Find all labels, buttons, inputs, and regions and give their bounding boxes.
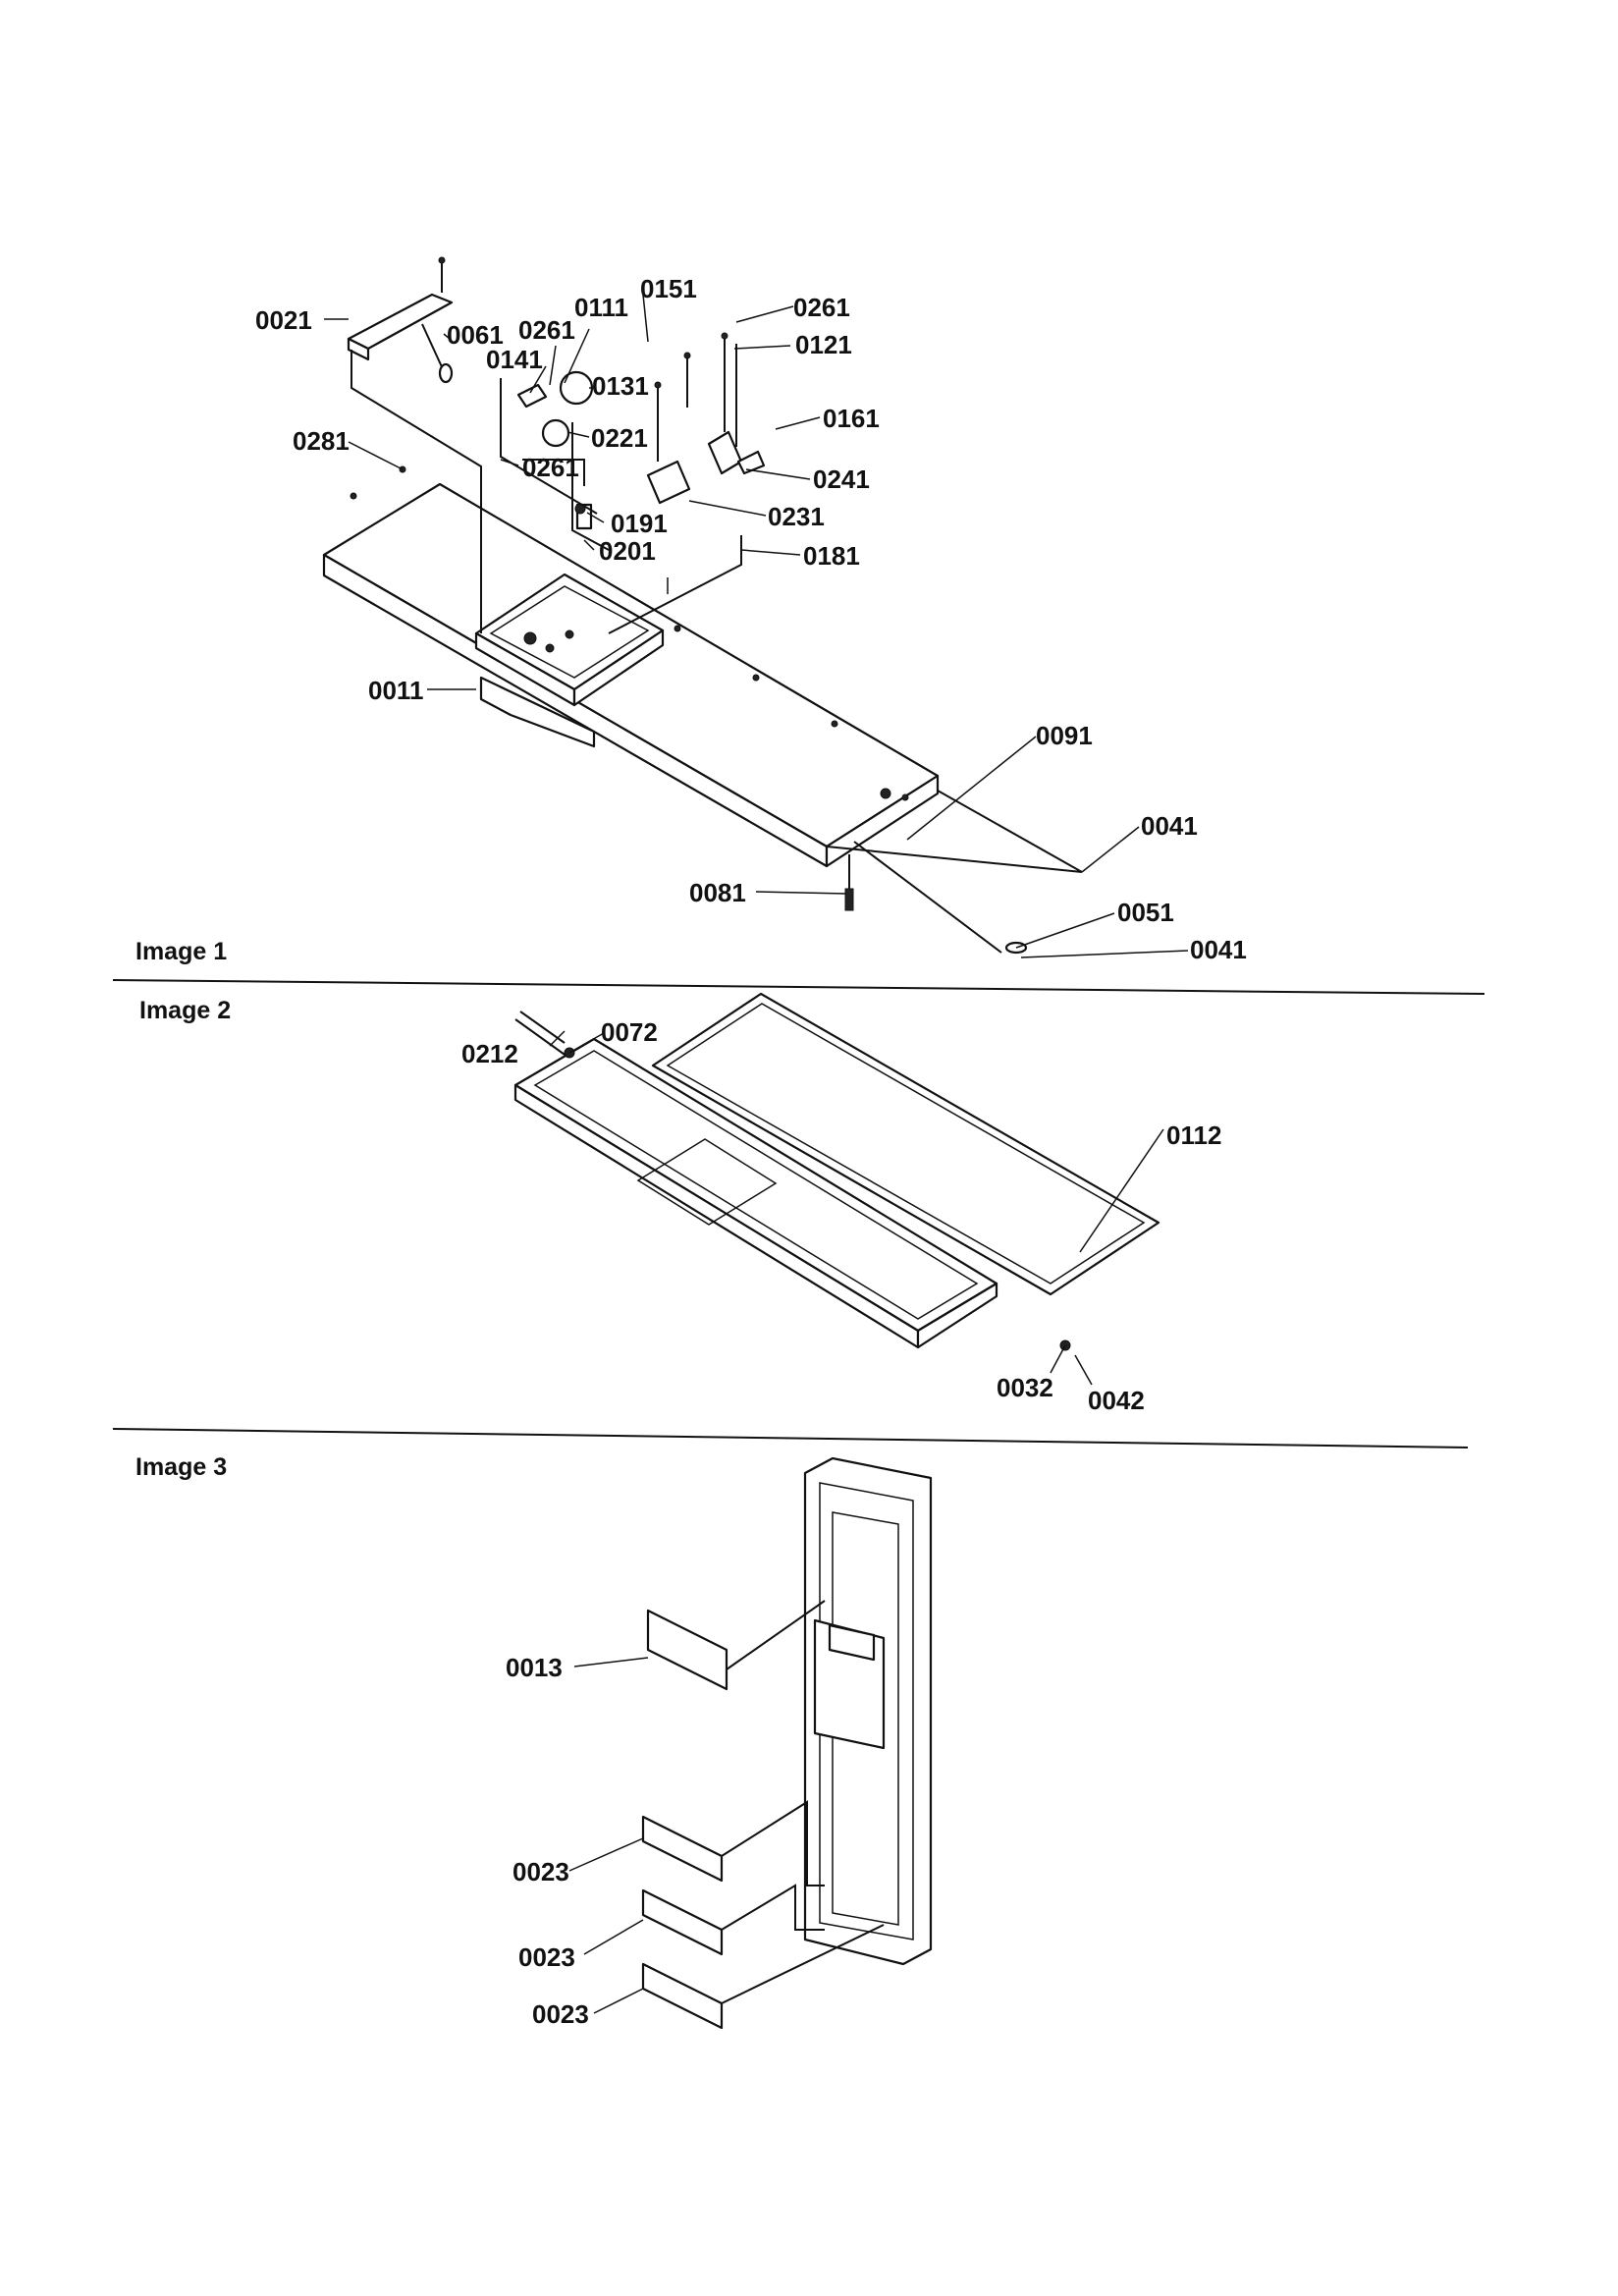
divider-2-3 <box>112 1428 1469 1449</box>
section-title-2: Image 2 <box>139 997 231 1024</box>
callout-label: 0021 <box>255 305 312 335</box>
top-panel-right-face <box>825 774 940 868</box>
callout-leaders <box>324 294 1189 2014</box>
gasket-outer <box>651 992 1160 1296</box>
section-title-3: Image 3 <box>135 1453 227 1481</box>
divider-1-2 <box>112 979 1485 995</box>
callout-label: 0191 <box>611 509 668 538</box>
callout-label: 0231 <box>768 502 825 531</box>
image-3-assembly <box>641 1456 933 2030</box>
callout-label: 0042 <box>1088 1386 1145 1415</box>
callout-label: 0261 <box>793 293 850 322</box>
door-bin-3 <box>641 1962 724 2030</box>
callout-label: 0201 <box>599 536 656 566</box>
callout-label: 0041 <box>1141 811 1198 841</box>
callout-label: 0091 <box>1036 721 1093 750</box>
callout-label: 0023 <box>512 1857 569 1886</box>
callout-label: 0161 <box>823 404 880 433</box>
damper-part <box>646 460 691 505</box>
callout-label: 0181 <box>803 541 860 571</box>
callout-label: 0041 <box>1190 935 1247 964</box>
section-title-1: Image 1 <box>135 938 227 965</box>
callout-label: 0011 <box>368 676 423 705</box>
shelf-bin <box>646 1609 728 1691</box>
callout-label: 0212 <box>461 1039 518 1068</box>
image-2-assembly <box>513 992 1160 1351</box>
callout-label: 0131 <box>592 371 649 401</box>
callout-label: 0081 <box>689 878 746 907</box>
callouts-image-1: 0021 0061 0141 0261 0111 0151 0261 0121 … <box>255 274 1247 964</box>
callouts-image-3: 0013 0023 0023 0023 <box>506 1653 589 2029</box>
callouts-image-2: 0212 0072 0112 0032 0042 <box>461 1017 1221 1415</box>
panel-bracket <box>479 676 596 748</box>
callout-label: 0072 <box>601 1017 658 1047</box>
callout-label: 0051 <box>1117 898 1174 927</box>
callout-label: 0141 <box>486 345 543 374</box>
callout-label: 0151 <box>640 274 697 303</box>
bracket-part <box>347 293 454 351</box>
callout-label: 0013 <box>506 1653 563 1682</box>
callout-label: 0261 <box>522 453 579 482</box>
door-bin-1 <box>641 1815 724 1883</box>
cover-window <box>636 1138 778 1226</box>
callout-label: 0121 <box>795 330 852 359</box>
callout-label: 0221 <box>591 423 648 453</box>
thermostat-knob <box>559 370 594 406</box>
switch-part <box>516 383 548 409</box>
callout-label: 0281 <box>293 426 350 456</box>
callout-label: 0032 <box>997 1373 1053 1402</box>
door-bin-2 <box>641 1888 724 1956</box>
callout-label: 0061 <box>447 320 504 350</box>
callout-label: 0261 <box>518 315 575 345</box>
callout-label: 0023 <box>518 1942 575 1972</box>
callout-label: 0111 <box>574 293 628 322</box>
image-1-assembly <box>322 256 1083 955</box>
callout-label: 0241 <box>813 465 870 494</box>
callout-label: 0023 <box>532 1999 589 2029</box>
callout-label: 0112 <box>1166 1121 1221 1150</box>
